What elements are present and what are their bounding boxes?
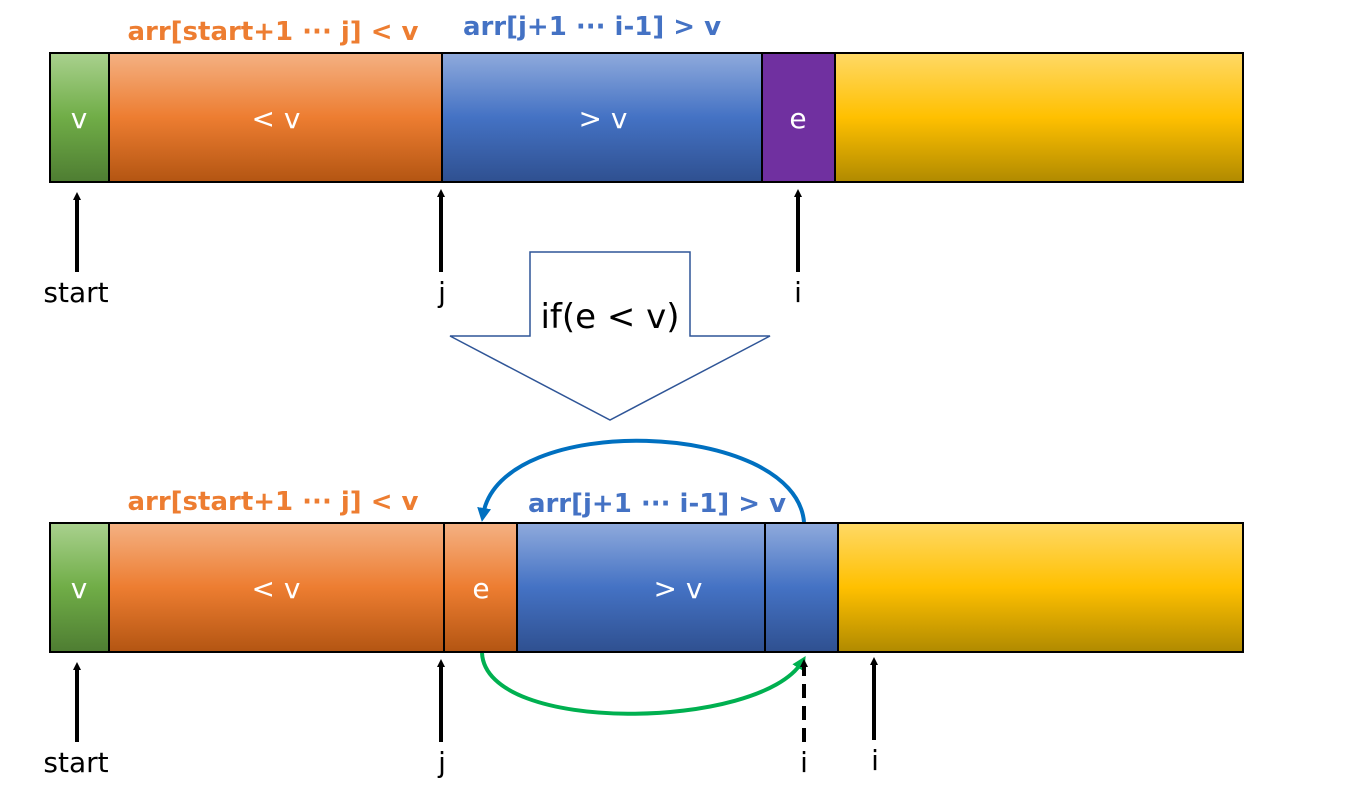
swap-forward-arrow	[480, 652, 806, 716]
top-pivot-label: v	[71, 102, 88, 135]
top-current-label: e	[789, 102, 806, 135]
bottom-array: arr[start+1 ··· j] < v arr[j+1 ··· i-1] …	[43, 438, 1244, 779]
bottom-pivot-label: v	[71, 572, 88, 605]
bottom-greater-cell	[516, 522, 766, 653]
bottom-start-label: start	[43, 746, 108, 779]
bottom-new-i-label: i	[871, 744, 879, 777]
top-greater-label: > v	[579, 102, 628, 135]
transition-arrow	[449, 251, 771, 421]
bottom-swapped-label: e	[472, 572, 489, 605]
bottom-greater-range-label: arr[j+1 ··· i-1] > v	[528, 489, 786, 519]
bottom-less-range-label: arr[start+1 ··· j] < v	[127, 487, 418, 517]
top-current-cell	[761, 52, 836, 183]
bottom-unprocessed-cell	[837, 522, 1244, 653]
bottom-greater-label: > v	[654, 572, 703, 605]
condition-label: if(e < v)	[540, 297, 679, 337]
top-start-label: start	[43, 276, 108, 309]
bottom-old-i-label: i	[800, 746, 808, 779]
top-unprocessed-cell	[834, 52, 1244, 183]
top-greater-range-label: arr[j+1 ··· i-1] > v	[463, 12, 721, 42]
bottom-pivot-cell	[49, 522, 110, 653]
top-less-label: < v	[252, 102, 301, 135]
bottom-less-cell	[108, 522, 445, 653]
top-pivot-cell	[49, 52, 110, 183]
swap-back-arrow	[477, 438, 806, 523]
top-less-range-label: arr[start+1 ··· j] < v	[127, 17, 418, 47]
top-array: arr[start+1 ··· j] < v arr[j+1 ··· i-1] …	[43, 12, 1244, 309]
bottom-j-label: j	[437, 746, 446, 779]
bottom-swapped-cell	[443, 522, 518, 653]
top-i-label: i	[794, 276, 802, 309]
bottom-moved-greater-cell	[764, 522, 839, 653]
top-j-label: j	[437, 276, 446, 309]
bottom-less-label: < v	[252, 572, 301, 605]
